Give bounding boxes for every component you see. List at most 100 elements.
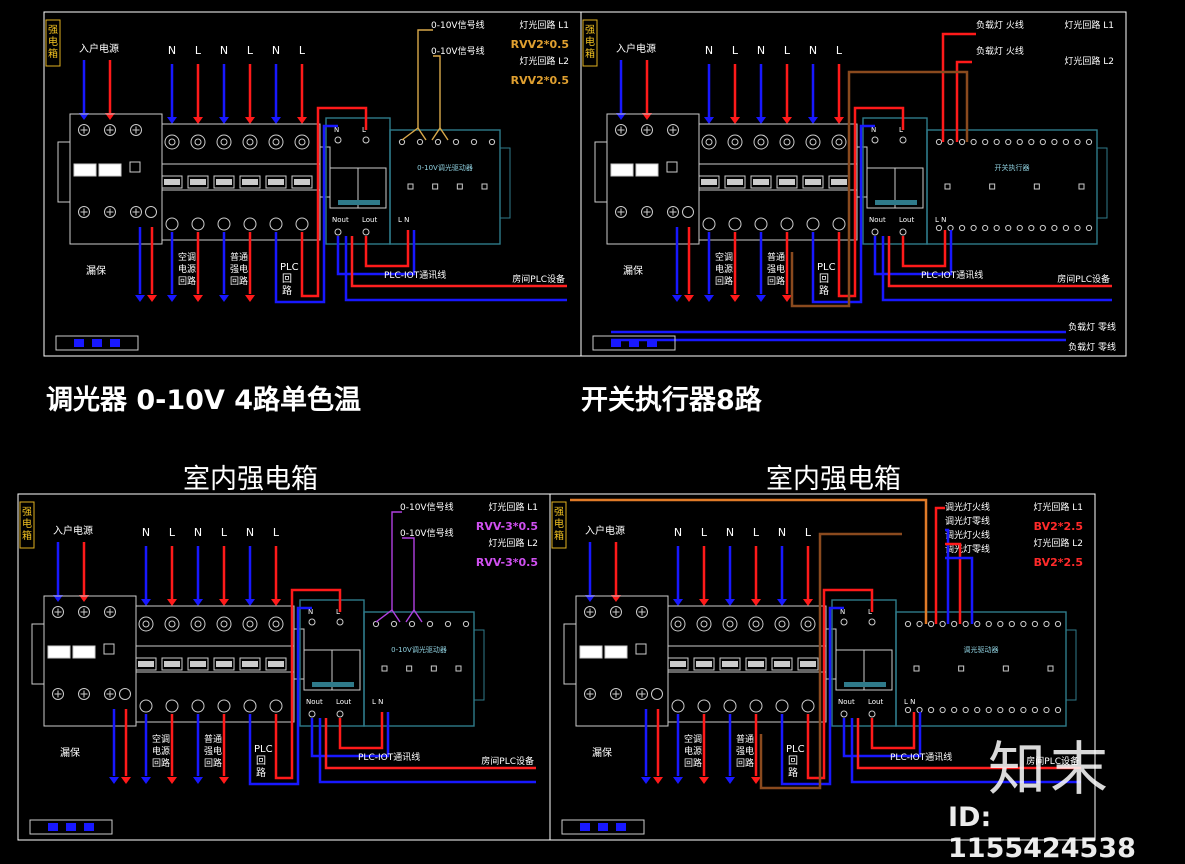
module-terminal xyxy=(962,620,969,628)
breaker-toggle xyxy=(745,657,767,671)
controller-screw xyxy=(899,228,907,236)
module-terminal xyxy=(904,620,912,628)
phase-label: N xyxy=(194,526,202,539)
breaker-toggle xyxy=(161,175,183,189)
breaker-toggle xyxy=(213,175,235,189)
controller-terminal-label: N xyxy=(871,126,876,134)
breaker-toggle xyxy=(667,657,689,671)
arrow-head xyxy=(704,295,714,302)
signal-line-label: 0-10V信号线 xyxy=(431,45,485,57)
module-text: 0-10V调光驱动器 xyxy=(417,163,473,172)
section-title-dimmer: 调光器 0-10V 4路单色温 xyxy=(46,385,362,416)
arrow-head xyxy=(808,117,818,124)
arrow-head xyxy=(782,117,792,124)
breaker-screw-top-inner xyxy=(168,620,176,628)
module-terminal xyxy=(927,706,935,714)
breaker-screw-top xyxy=(800,616,816,632)
module-terminal xyxy=(982,224,989,232)
breaker-screw-bottom xyxy=(775,699,789,713)
breaker-screw-top xyxy=(727,134,743,150)
arrow-head xyxy=(219,117,229,124)
phase-label: L xyxy=(221,526,228,539)
signal-line-label: 调光灯零线 xyxy=(945,543,990,555)
arrow-head xyxy=(297,117,307,124)
module-terminal xyxy=(997,706,1004,714)
arrow-head xyxy=(193,117,203,124)
loop-label: 灯光回路 L1 xyxy=(519,19,569,31)
vertical-char: 电 xyxy=(585,35,595,48)
module-led xyxy=(381,665,388,672)
breaker-screw-top-inner xyxy=(246,620,254,628)
vertical-char: 电 xyxy=(48,35,58,48)
breaker-toggle-lever xyxy=(164,179,180,185)
terminal-screw xyxy=(667,206,679,218)
terminal-screw xyxy=(78,124,90,136)
breaker-toggle xyxy=(213,657,235,671)
circuit-label: 普通 xyxy=(767,251,785,263)
breaker-toggle-lever xyxy=(779,179,795,185)
room-plc-label: 房间PLC设备 xyxy=(481,755,534,767)
breaker-screw-bottom xyxy=(243,217,257,231)
phase-label: N xyxy=(142,526,150,539)
arrow-head xyxy=(756,117,766,124)
terminal-screw xyxy=(78,606,90,618)
arrow-head xyxy=(803,599,813,606)
breaker-toggle-lever xyxy=(268,179,284,185)
arrow-head xyxy=(585,595,595,602)
breaker-screw-bottom xyxy=(806,217,820,231)
module-power-label: L N xyxy=(904,698,915,706)
signal-line-label: 0-10V信号线 xyxy=(400,501,454,513)
breaker-screw-bottom xyxy=(832,217,846,231)
arrow-head xyxy=(245,599,255,606)
controller-terminal-label: Nout xyxy=(838,698,855,706)
incoming-power-label: 入户电源 xyxy=(585,524,625,537)
module-terminal xyxy=(951,620,958,628)
breaker-toggle-lever xyxy=(670,661,686,667)
arrow-head xyxy=(730,295,740,302)
breaker-screw-top xyxy=(722,616,738,632)
breaker-screw-bottom xyxy=(728,217,742,231)
module-terminal xyxy=(1043,706,1050,714)
legend-swatch xyxy=(629,339,639,347)
arrow-head xyxy=(756,295,766,302)
breaker-toggle xyxy=(693,657,715,671)
arrow-head xyxy=(271,117,281,124)
plc-iot-comm-blue xyxy=(881,236,1112,302)
module-terminal xyxy=(426,620,434,628)
controller-screw xyxy=(336,618,344,626)
incoming-power-label: 入户电源 xyxy=(53,524,93,537)
breaker-toggle xyxy=(771,657,793,671)
breaker-screw-top-inner xyxy=(783,138,791,146)
terminal-screw xyxy=(52,606,64,618)
breaker-screw-top xyxy=(190,134,206,150)
controller-status-bar xyxy=(844,682,886,687)
module-text: 调光驱动器 xyxy=(964,645,999,654)
breaker-toggle xyxy=(750,175,772,189)
breaker-toggle xyxy=(802,175,824,189)
phase-label: L xyxy=(753,526,760,539)
breaker-screw-top xyxy=(748,616,764,632)
module-terminal xyxy=(1051,224,1058,232)
module-led xyxy=(407,183,414,190)
breaker-screw-top xyxy=(696,616,712,632)
plc-live-loop xyxy=(274,588,342,780)
breaker-screw-top-inner xyxy=(220,138,228,146)
breaker-screw-top-inner xyxy=(705,138,713,146)
arrow-head xyxy=(167,599,177,606)
plc-circuit-label: 回 xyxy=(819,273,829,285)
phase-label: L xyxy=(299,44,306,57)
arrow-head xyxy=(147,295,157,302)
module-terminal xyxy=(1031,620,1039,628)
terminal-screw xyxy=(130,124,142,136)
rcd-toggle xyxy=(47,645,71,659)
arrow-head xyxy=(751,599,761,606)
module-led xyxy=(430,665,437,672)
circuit-label: 电源 xyxy=(152,745,170,757)
breaker-toggle-lever xyxy=(138,661,154,667)
controller-screw xyxy=(334,136,342,144)
module-live-wire xyxy=(364,230,410,268)
module-rail xyxy=(1065,629,1077,701)
legend-box xyxy=(55,335,139,351)
signal-line-label: 调光灯零线 xyxy=(945,515,990,527)
rcd-toggle xyxy=(73,163,97,177)
